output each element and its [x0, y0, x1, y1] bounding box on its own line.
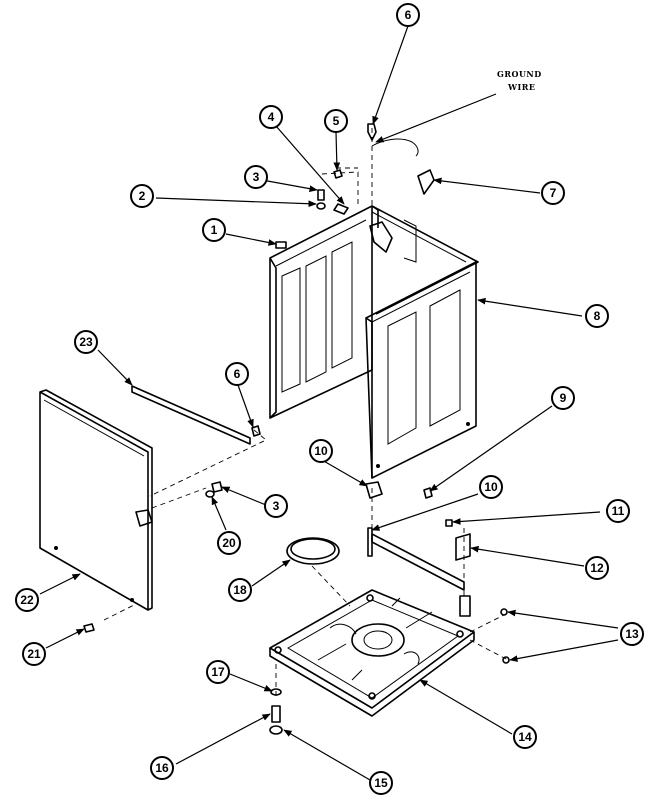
callout-circle	[15, 588, 39, 612]
callout-23: 23	[74, 330, 98, 354]
callout-15: 15	[369, 771, 393, 795]
callout-circle	[541, 181, 565, 205]
top-strip	[131, 385, 251, 445]
cabinet-base	[269, 589, 475, 717]
drive-ring	[286, 537, 340, 565]
callout-3: 3	[244, 165, 268, 189]
callout-circle	[150, 756, 174, 780]
callout-7: 7	[541, 181, 565, 205]
callout-circle	[620, 622, 644, 646]
callout-10: 10	[479, 475, 503, 499]
callout-number: 6	[405, 8, 412, 22]
alignment-line	[311, 565, 351, 607]
callout-number: 16	[155, 761, 169, 775]
callout-number: 15	[374, 776, 388, 790]
cabinet-left-panel	[269, 205, 373, 419]
callout-number: 3	[273, 499, 280, 513]
ground-wire	[371, 138, 419, 157]
callout-14: 14	[513, 725, 537, 749]
callout-number: 21	[27, 647, 41, 661]
alignment-line	[103, 603, 137, 621]
leader-lines	[39, 25, 619, 781]
cabinet-top-frame	[369, 205, 479, 315]
callout-number: 18	[233, 583, 247, 597]
callout-number: 7	[550, 186, 557, 200]
callout-circle	[244, 165, 268, 189]
callout-6: 6	[396, 3, 420, 27]
callout-circle	[74, 330, 98, 354]
callout-circle	[22, 642, 46, 666]
callout-8: 8	[585, 304, 609, 328]
callout-5: 5	[324, 109, 348, 133]
callout-number: 8	[594, 309, 601, 323]
callout-number: 12	[590, 561, 604, 575]
cabinet-right-panel	[365, 261, 477, 479]
callout-4: 4	[259, 105, 283, 129]
callout-number: 9	[560, 391, 567, 405]
callout-11: 11	[606, 499, 630, 523]
callout-number: 5	[333, 114, 340, 128]
callout-13: 13	[620, 622, 644, 646]
callout-6: 6	[225, 362, 249, 386]
ground-wire-note-line-2: WIRE	[507, 82, 535, 92]
callout-number: 11	[612, 504, 625, 518]
callout-number: 3	[253, 170, 260, 184]
callout-number: 23	[79, 335, 93, 349]
leveling-foot	[269, 688, 283, 735]
callout-number: 10	[484, 480, 498, 494]
ground-wire-note-line-1: GROUND	[497, 69, 542, 79]
callout-number: 22	[20, 593, 34, 607]
callout-number: 13	[625, 627, 639, 641]
callout-21: 21	[22, 642, 46, 666]
callout-circle	[228, 578, 252, 602]
callout-circle	[217, 531, 241, 555]
callout-circle	[606, 499, 630, 523]
callout-circle	[585, 556, 609, 580]
callout-number: 14	[518, 730, 532, 744]
callout-18: 18	[228, 578, 252, 602]
callout-circle	[259, 105, 283, 129]
callout-circle	[225, 362, 249, 386]
callout-number: 4	[268, 110, 275, 124]
callout-circle	[202, 218, 226, 242]
callout-number: 10	[314, 444, 328, 458]
callout-12: 12	[585, 556, 609, 580]
callout-number: 20	[222, 536, 236, 550]
callout-17: 17	[206, 660, 230, 684]
alignment-line	[469, 613, 507, 633]
callout-number: 1	[211, 223, 218, 237]
callout-2: 2	[130, 184, 154, 208]
callout-number: 6	[234, 367, 241, 381]
callout-22: 22	[15, 588, 39, 612]
callout-circle	[130, 184, 154, 208]
callout-number: 2	[139, 189, 146, 203]
front-cover-panel	[39, 389, 153, 611]
callout-20: 20	[217, 531, 241, 555]
callout-circle	[551, 386, 575, 410]
support-rod	[367, 527, 471, 617]
callout-circle	[369, 771, 393, 795]
callout-10: 10	[309, 439, 333, 463]
callout-9: 9	[551, 386, 575, 410]
callout-circle	[309, 439, 333, 463]
alignment-line	[149, 429, 267, 497]
alignment-line	[469, 639, 509, 661]
callout-circle	[585, 304, 609, 328]
callout-circle	[264, 494, 288, 518]
callout-circle	[513, 725, 537, 749]
callout-circle	[396, 3, 420, 27]
callout-circle	[324, 109, 348, 133]
callout-circle	[206, 660, 230, 684]
callout-circle	[479, 475, 503, 499]
callout-number: 17	[211, 665, 225, 679]
alignment-line	[151, 487, 207, 509]
callout-3: 3	[264, 494, 288, 518]
callout-1: 1	[202, 218, 226, 242]
callout-16: 16	[150, 756, 174, 780]
